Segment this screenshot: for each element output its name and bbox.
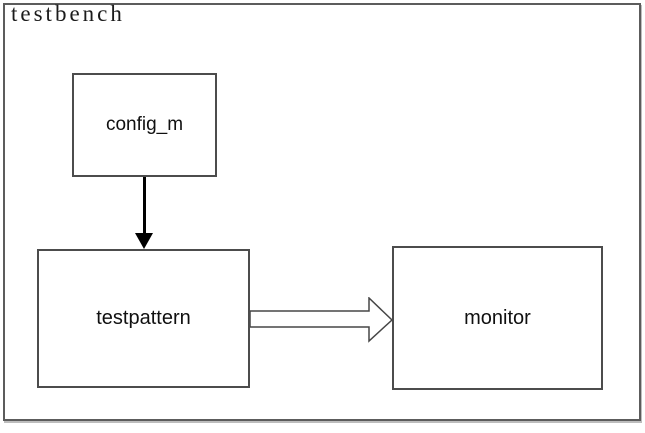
testpattern-to-monitor-arrow <box>250 297 394 343</box>
block-testpattern-label: testpattern <box>96 307 191 329</box>
block-monitor: monitor <box>392 246 603 390</box>
testbench-title: testbench <box>11 1 125 26</box>
config-to-testpattern-arrow-shaft <box>143 177 146 235</box>
testpattern-to-monitor-arrow-shape <box>250 297 394 343</box>
block-config-m: config_m <box>72 73 217 177</box>
block-monitor-label: monitor <box>464 306 531 329</box>
block-testpattern: testpattern <box>37 249 250 388</box>
config-to-testpattern-arrowhead-icon <box>135 233 153 249</box>
block-config-m-label: config_m <box>105 114 184 135</box>
